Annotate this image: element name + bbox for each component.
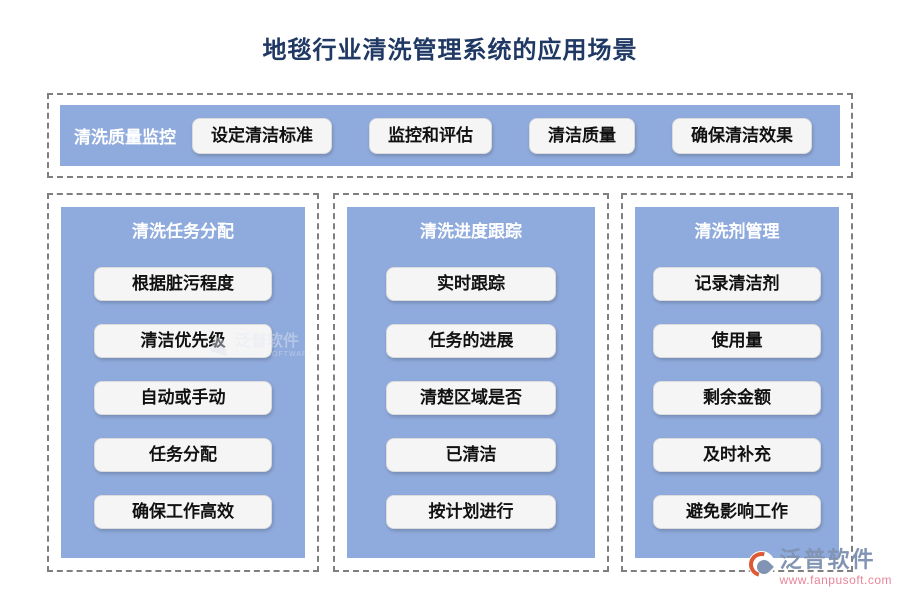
- quality-step-monitor-evaluate: 监控和评估: [369, 117, 492, 154]
- detergent-management-items: 记录清洁剂 使用量 剩余金额 及时补充 避免影响工作: [653, 267, 821, 529]
- diagram-node: 避免影响工作: [653, 495, 821, 529]
- diagram-node: 自动或手动: [94, 381, 272, 415]
- diagram-node: 按计划进行: [386, 495, 556, 529]
- detergent-management-header: 清洗剂管理: [694, 222, 780, 241]
- diagram-node: 确保工作高效: [94, 495, 272, 529]
- progress-tracking-panel: 清洗进度跟踪 实时跟踪 任务的进展 清楚区域是否 已清洁 按计划进行: [347, 207, 595, 558]
- diagram-node: 任务分配: [94, 438, 272, 472]
- page-title: 地毯行业清洗管理系统的应用场景: [262, 37, 638, 64]
- diagram-node: 实时跟踪: [386, 267, 556, 301]
- quality-monitoring-section: 清洗质量监控 设定清洁标准 监控和评估 清洁质量 确保清洁效果: [47, 93, 853, 178]
- quality-step-clean-quality: 清洁质量: [529, 117, 635, 154]
- diagram-node: 清楚区域是否: [386, 381, 556, 415]
- quality-step-set-standards: 设定清洁标准: [192, 117, 332, 154]
- diagram-node: 根据脏污程度: [94, 267, 272, 301]
- diagram-node: 及时补充: [653, 438, 821, 472]
- diagram-node: 已清洁: [386, 438, 556, 472]
- quality-steps: 设定清洁标准 监控和评估 清洁质量 确保清洁效果: [192, 117, 826, 154]
- brand-logo: 泛普软件 www.fanpusoft.com: [748, 547, 892, 587]
- progress-tracking-section: 清洗进度跟踪 实时跟踪 任务的进展 清楚区域是否 已清洁 按计划进行: [333, 193, 609, 572]
- detergent-management-panel: 清洗剂管理 记录清洁剂 使用量 剩余金额 及时补充 避免影响工作: [635, 207, 839, 558]
- detergent-management-section: 清洗剂管理 记录清洁剂 使用量 剩余金额 及时补充 避免影响工作: [621, 193, 853, 572]
- task-assignment-panel: 清洗任务分配 根据脏污程度 清洁优先级 自动或手动 任务分配 确保工作高效: [61, 207, 305, 558]
- task-assignment-header: 清洗任务分配: [132, 222, 234, 241]
- progress-tracking-header: 清洗进度跟踪: [420, 222, 522, 241]
- diagram-node: 记录清洁剂: [653, 267, 821, 301]
- diagram-node: 使用量: [653, 324, 821, 358]
- quality-step-ensure-effect: 确保清洁效果: [672, 117, 812, 154]
- task-assignment-items: 根据脏污程度 清洁优先级 自动或手动 任务分配 确保工作高效: [94, 267, 272, 529]
- fanpu-logo-icon: [748, 551, 776, 578]
- task-assignment-section: 清洗任务分配 根据脏污程度 清洁优先级 自动或手动 任务分配 确保工作高效: [47, 193, 319, 572]
- brand-name: 泛普软件: [779, 547, 876, 572]
- diagram-node: 剩余金额: [653, 381, 821, 415]
- progress-tracking-items: 实时跟踪 任务的进展 清楚区域是否 已清洁 按计划进行: [386, 267, 556, 529]
- diagram-node: 清洁优先级: [94, 324, 272, 358]
- brand-website: www.fanpusoft.com: [779, 573, 892, 587]
- quality-monitoring-bar: 清洗质量监控 设定清洁标准 监控和评估 清洁质量 确保清洁效果: [60, 105, 840, 166]
- diagram-node: 任务的进展: [386, 324, 556, 358]
- quality-section-label: 清洗质量监控: [74, 128, 176, 147]
